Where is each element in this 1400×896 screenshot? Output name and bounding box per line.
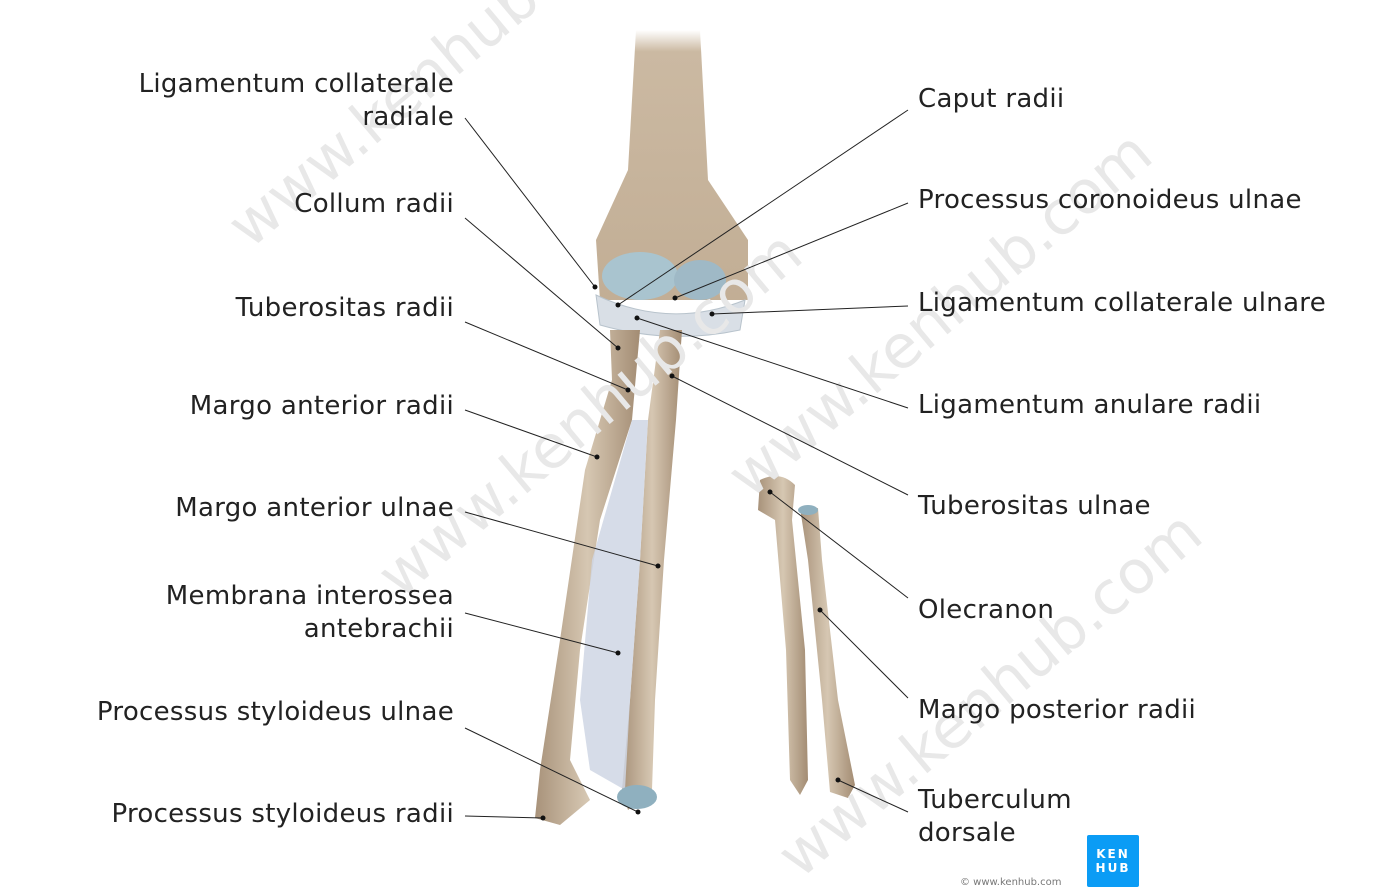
label-line: radiale <box>362 102 454 132</box>
label-margo-anterior-ulnae: Margo anterior ulnae <box>175 493 454 523</box>
label-caput-radii: Caput radii <box>918 84 1065 114</box>
small-radius <box>800 508 855 798</box>
interosseous-membrane <box>580 420 648 790</box>
label-tuberositas-ulnae: Tuberositas ulnae <box>918 491 1151 521</box>
label-proc-styloideus-radii: Processus styloideus radii <box>111 799 454 829</box>
label-line: antebrachii <box>303 614 454 644</box>
ulna-bone <box>622 330 682 810</box>
label-olecranon: Olecranon <box>918 595 1055 625</box>
label-collum-radii: Collum radii <box>294 189 454 219</box>
radius-bone <box>535 330 640 825</box>
leader-dots <box>540 284 841 821</box>
label-margo-anterior-radii: Margo anterior radii <box>189 391 454 421</box>
small-radius-head <box>798 505 818 515</box>
leader-lines <box>464 109 909 819</box>
trochlea-cartilage <box>674 260 726 300</box>
copyright-text: © www.kenhub.com <box>960 877 1062 888</box>
logo-text: KEN <box>1096 847 1130 861</box>
small-ulna <box>758 476 808 795</box>
label-line: Tuberculum <box>918 785 1072 815</box>
label-lig-collaterale-ulnare: Ligamentum collaterale ulnare <box>918 288 1327 318</box>
label-margo-posterior-radii: Margo posterior radii <box>918 695 1197 725</box>
label-lig-anulare-radii: Ligamentum anulare radii <box>918 390 1262 420</box>
humerus <box>596 30 748 300</box>
label-line: Membrana interossea <box>165 581 454 611</box>
label-line: Ligamentum collaterale <box>138 69 454 99</box>
capitulum-cartilage <box>602 252 678 300</box>
logo-text: HUB <box>1095 861 1131 875</box>
label-line: dorsale <box>918 818 1016 848</box>
ulnar-styloid-cartilage <box>617 785 657 809</box>
label-tuberositas-radii: Tuberositas radii <box>235 293 454 323</box>
label-proc-coronoideus-ulnae: Processus coronoideus ulnae <box>918 185 1302 215</box>
label-proc-styloideus-ulnae: Processus styloideus ulnae <box>96 697 454 727</box>
